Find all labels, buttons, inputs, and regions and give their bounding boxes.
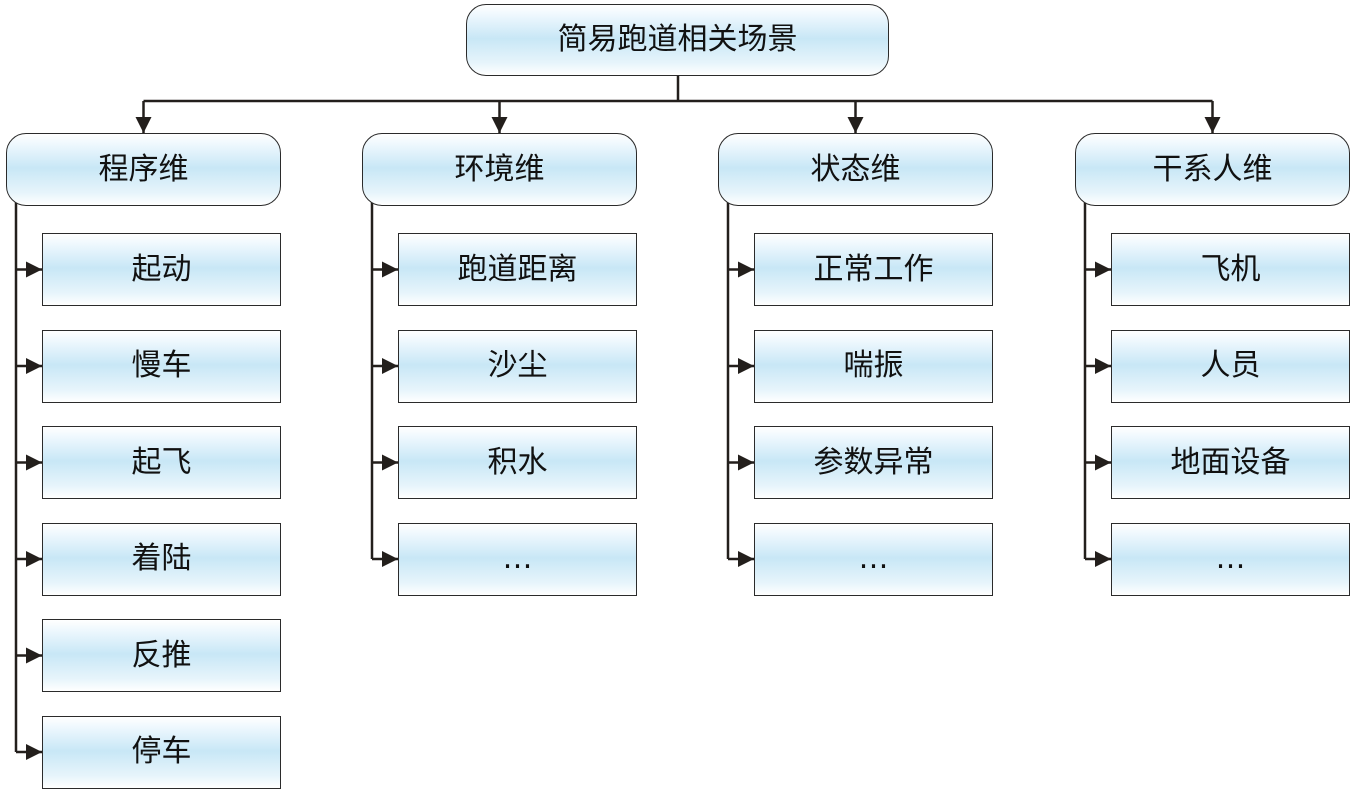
- scenario-item: …: [398, 522, 637, 596]
- scenario-item: 慢车: [42, 329, 281, 403]
- scenario-item: 起动: [42, 233, 281, 306]
- scenario-item-label: 地面设备: [1170, 444, 1291, 480]
- scenario-item: 正常工作: [754, 233, 993, 306]
- scenario-item-label: 停车: [131, 734, 192, 769]
- scenario-item-label: 参数异常: [813, 444, 934, 480]
- scenario-item: 跑道距离: [398, 233, 637, 306]
- dimension-header-1: 程序维: [6, 133, 281, 206]
- scenario-item-label: …: [502, 541, 533, 576]
- scenario-item: 飞机: [1111, 233, 1350, 306]
- scenario-item-label: …: [858, 541, 889, 576]
- scenario-item: 沙尘: [398, 329, 637, 403]
- scenario-item-label: 飞机: [1200, 251, 1261, 287]
- scenario-item: 着陆: [42, 522, 281, 596]
- dimension-label: 环境维: [454, 151, 545, 187]
- scenario-item: …: [754, 522, 993, 596]
- scenario-item: …: [1111, 522, 1350, 596]
- scenario-item: 地面设备: [1111, 426, 1350, 499]
- scenario-item: 喘振: [754, 329, 993, 403]
- scenario-item: 起飞: [42, 426, 281, 499]
- scenario-item-label: 正常工作: [813, 251, 934, 287]
- scenario-item-label: 着陆: [131, 541, 192, 576]
- scenario-item-label: 起飞: [131, 444, 192, 480]
- scenario-item-label: 反推: [131, 637, 192, 673]
- dimension-label: 状态维: [810, 151, 901, 187]
- scenario-item-label: 积水: [487, 444, 548, 480]
- scenario-item-label: 慢车: [131, 348, 192, 383]
- dimension-header-4: 干系人维: [1075, 133, 1350, 206]
- scenario-item-label: 跑道距离: [457, 251, 578, 287]
- dimension-label: 程序维: [98, 151, 189, 187]
- scenario-item: 人员: [1111, 329, 1350, 403]
- scenario-item: 积水: [398, 426, 637, 499]
- scenario-item-label: 喘振: [843, 348, 904, 383]
- dimension-label: 干系人维: [1152, 151, 1273, 187]
- dimension-header-3: 状态维: [718, 133, 993, 206]
- scenario-item: 参数异常: [754, 426, 993, 499]
- dimension-header-2: 环境维: [362, 133, 637, 206]
- scenario-item-label: 起动: [131, 251, 192, 287]
- root-label: 简易跑道相关场景: [557, 22, 798, 57]
- scenario-item-label: …: [1215, 541, 1246, 576]
- scenario-item: 停车: [42, 715, 281, 789]
- scenario-item-label: 沙尘: [487, 348, 548, 383]
- root-node: 简易跑道相关场景: [466, 4, 889, 76]
- scenario-item: 反推: [42, 619, 281, 692]
- scenario-item-label: 人员: [1200, 348, 1261, 383]
